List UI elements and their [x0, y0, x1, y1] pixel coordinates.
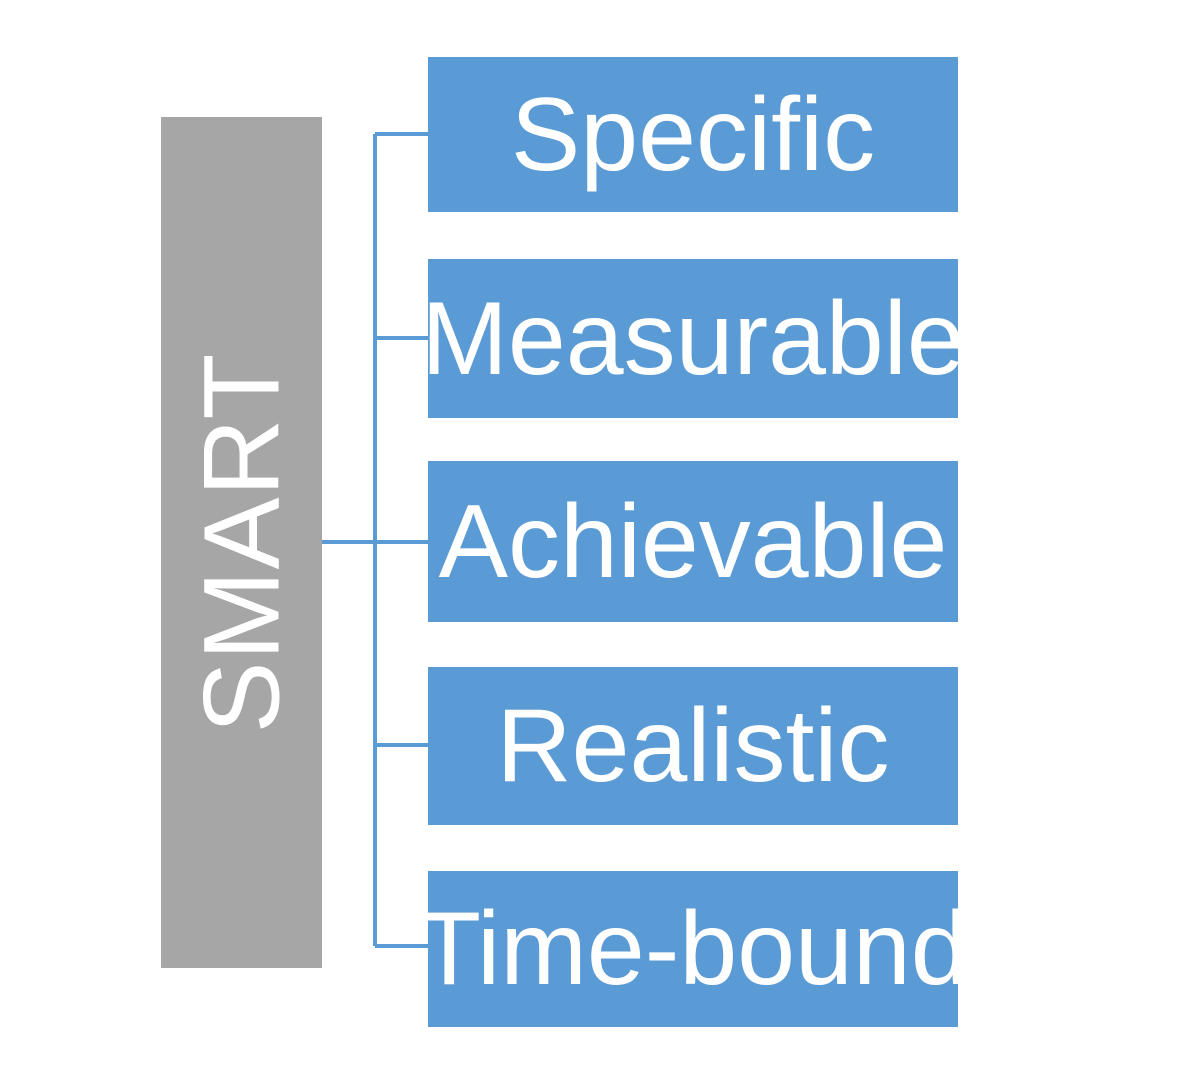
smart-item-label: Time-bound — [417, 891, 969, 1007]
smart-stem-label: SMART — [180, 351, 302, 734]
smart-item-label: Measurable — [421, 280, 965, 397]
smart-item-specific[interactable]: Specific — [428, 57, 958, 212]
smart-item-achievable[interactable]: Achievable — [428, 461, 958, 622]
smart-item-timebound[interactable]: Time-bound — [417, 871, 969, 1027]
smart-stem[interactable]: SMART — [161, 117, 322, 968]
smart-item-label: Achievable — [438, 483, 948, 600]
smart-item-label: Specific — [510, 76, 876, 193]
smart-item-label: Realistic — [496, 688, 890, 804]
smart-item-measurable[interactable]: Measurable — [421, 259, 965, 418]
smart-item-realistic[interactable]: Realistic — [428, 667, 958, 825]
